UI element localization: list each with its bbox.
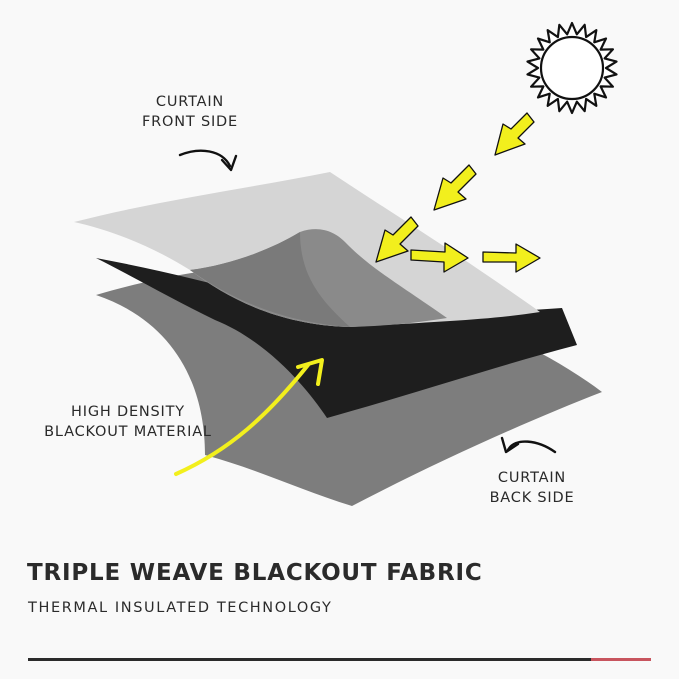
back-side-pointer-arrow <box>506 440 557 454</box>
ray-arrow-5 <box>482 243 541 273</box>
footer-rule <box>28 658 591 661</box>
front-side-pointer-arrowhead <box>220 154 238 172</box>
curtain-front-side-label: CURTAIN FRONT SIDE <box>140 92 240 132</box>
ray-arrow-4 <box>410 242 469 273</box>
front-label-line2: FRONT SIDE <box>142 114 238 130</box>
material-pointer-arrow <box>174 363 310 476</box>
ray-arrow-2 <box>433 164 477 211</box>
back-label-line1: CURTAIN <box>497 470 567 486</box>
footer-rule-accent <box>591 658 651 661</box>
blackout-material-label: HIGH DENSITY BLACKOUT MATERIAL <box>30 402 226 442</box>
material-pointer-arrowhead <box>296 358 324 386</box>
sun-ray-arrows <box>375 112 541 273</box>
curtain-back-side-label: CURTAIN BACK SIDE <box>480 468 584 508</box>
sun-icon <box>526 21 618 115</box>
page-title: TRIPLE WEAVE BLACKOUT FABRIC <box>27 560 483 586</box>
back-label-line2: BACK SIDE <box>489 490 575 506</box>
material-label-line1: HIGH DENSITY <box>71 404 185 420</box>
back-side-pointer-arrowhead <box>500 436 520 454</box>
ray-arrow-3 <box>375 216 419 263</box>
front-label-line1: CURTAIN <box>155 94 225 110</box>
material-label-line2: BLACKOUT MATERIAL <box>44 424 212 440</box>
middle-layer <box>96 258 577 418</box>
ray-arrow-1 <box>494 112 535 156</box>
page-subtitle: THERMAL INSULATED TECHNOLOGY <box>28 600 333 616</box>
front-side-pointer-arrow <box>178 149 232 168</box>
front-layer-underside <box>190 232 350 327</box>
